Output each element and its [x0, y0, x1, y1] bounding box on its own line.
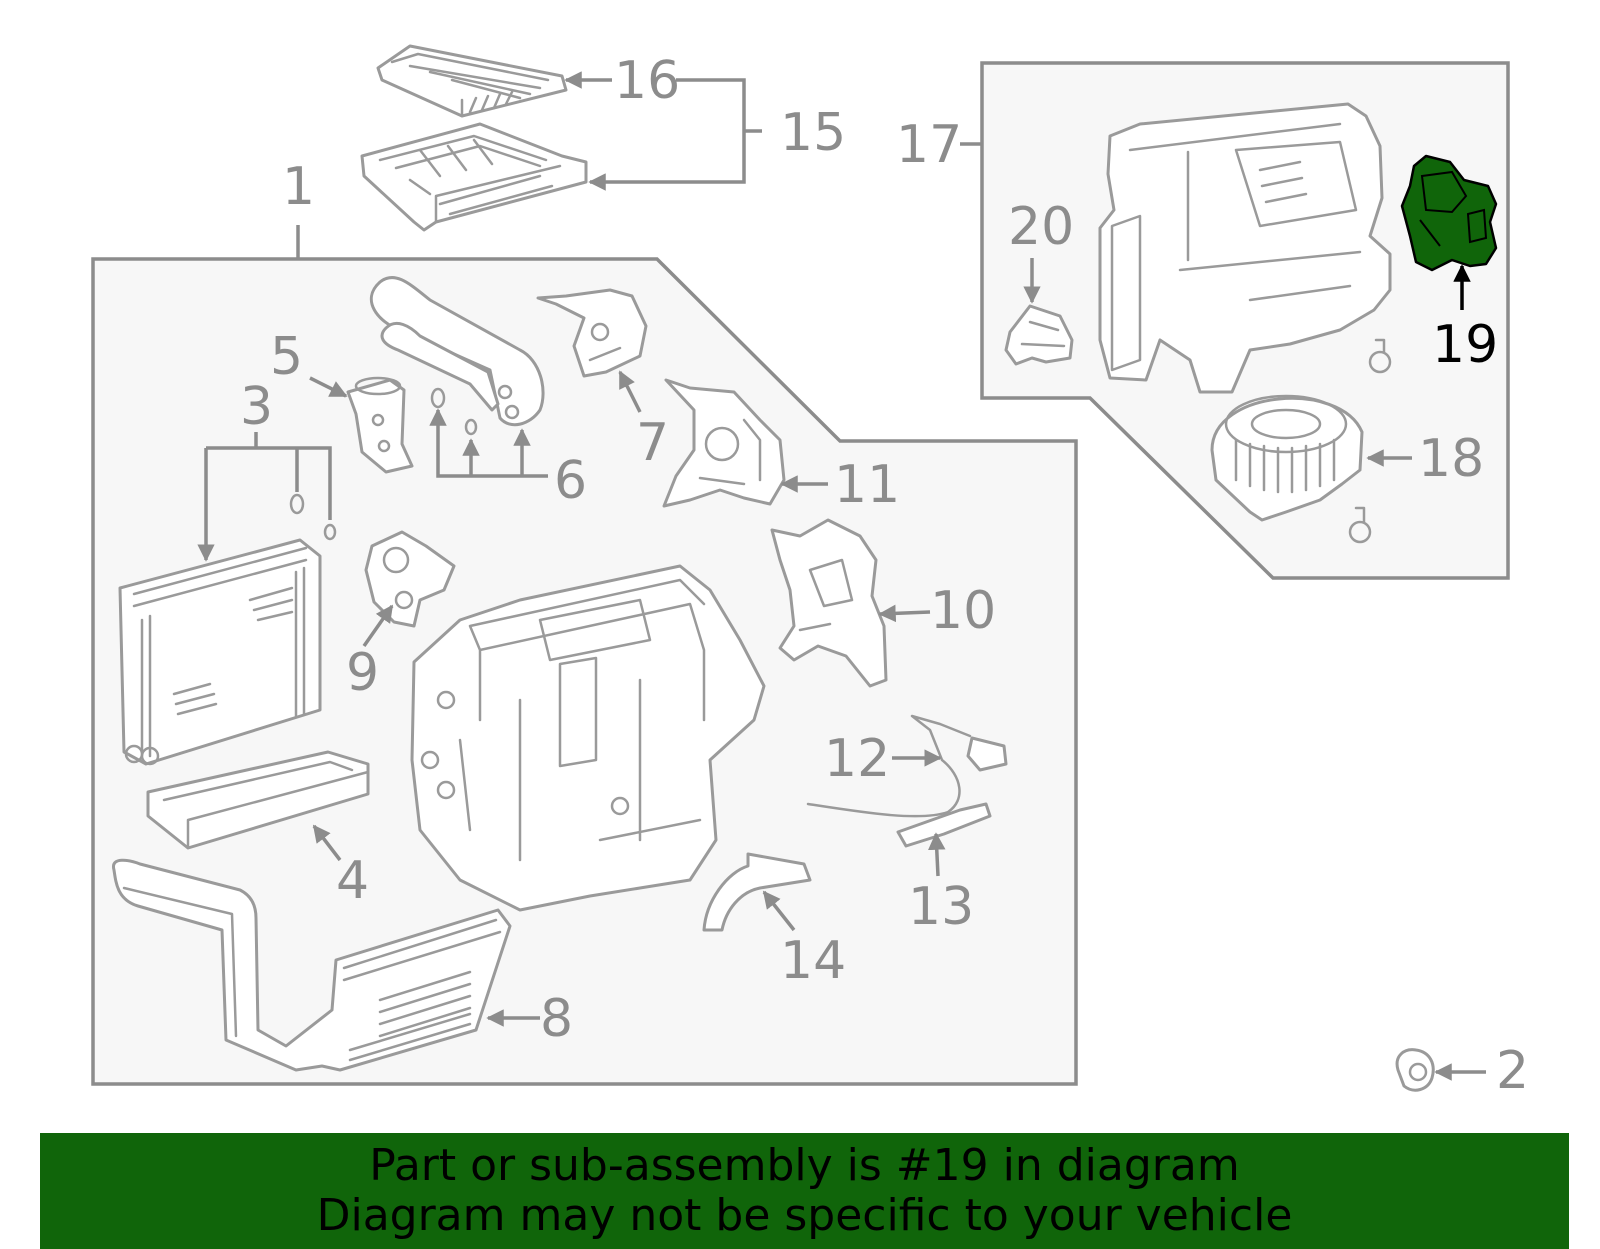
cabin-filter-part-16 [376, 44, 568, 118]
leader-13[interactable] [928, 832, 946, 877]
drain-tray-part-4 [146, 750, 370, 850]
drain-hose-part-14 [702, 852, 812, 932]
actuator-part-9 [364, 530, 456, 628]
callout-4[interactable]: 4 [336, 851, 369, 911]
callout-1[interactable]: 1 [282, 157, 315, 217]
info-banner: Part or sub-assembly is #19 in diagram D… [40, 1133, 1569, 1249]
heater-case [410, 564, 766, 912]
callout-3[interactable]: 3 [240, 377, 273, 437]
callout-18[interactable]: 18 [1418, 429, 1484, 489]
callout-14[interactable]: 14 [780, 931, 846, 991]
leader-4[interactable] [312, 824, 342, 862]
callout-9[interactable]: 9 [346, 643, 379, 703]
banner-line-1: Part or sub-assembly is #19 in diagram [369, 1140, 1240, 1191]
heater-core-part-8 [112, 858, 512, 1072]
callout-16[interactable]: 16 [614, 51, 680, 111]
highlighted-part-19[interactable] [1400, 154, 1498, 272]
filter-case-part-15 [360, 122, 588, 232]
clip-part-2 [1395, 1048, 1435, 1092]
callout-10[interactable]: 10 [930, 581, 996, 641]
callout-11[interactable]: 11 [834, 455, 900, 515]
sensor-part-13 [896, 802, 992, 848]
callout-6[interactable]: 6 [554, 451, 587, 511]
callout-15[interactable]: 15 [780, 103, 846, 163]
callout-20[interactable]: 20 [1008, 197, 1074, 257]
servo-part-20 [1004, 304, 1074, 366]
bracket-part-7 [536, 288, 648, 378]
leader-14[interactable] [762, 890, 796, 932]
blower-motor-part-18 [1210, 338, 1392, 544]
leader-9[interactable] [362, 604, 394, 648]
callout-5[interactable]: 5 [270, 327, 303, 387]
callout-2[interactable]: 2 [1496, 1041, 1529, 1101]
callout-13[interactable]: 13 [908, 877, 974, 937]
callout-7[interactable]: 7 [636, 413, 669, 473]
banner-line-2: Diagram may not be specific to your vehi… [316, 1190, 1293, 1241]
callout-12[interactable]: 12 [824, 729, 890, 789]
leader-6[interactable] [429, 408, 548, 478]
sensor-part-12 [806, 714, 1008, 818]
actuator-part-11 [662, 378, 786, 508]
callout-17[interactable]: 17 [896, 115, 962, 175]
callout-8[interactable]: 8 [540, 989, 573, 1049]
leader-5[interactable] [309, 376, 348, 398]
pipe-part-6 [369, 276, 545, 436]
expansion-valve-part-5 [346, 376, 414, 474]
blower-case [1098, 102, 1392, 394]
leader-7[interactable] [618, 370, 642, 413]
bracket-part-10 [770, 518, 888, 688]
leader-3[interactable] [206, 446, 332, 560]
leader-10[interactable] [878, 604, 931, 623]
callout-19[interactable]: 19 [1432, 315, 1498, 375]
